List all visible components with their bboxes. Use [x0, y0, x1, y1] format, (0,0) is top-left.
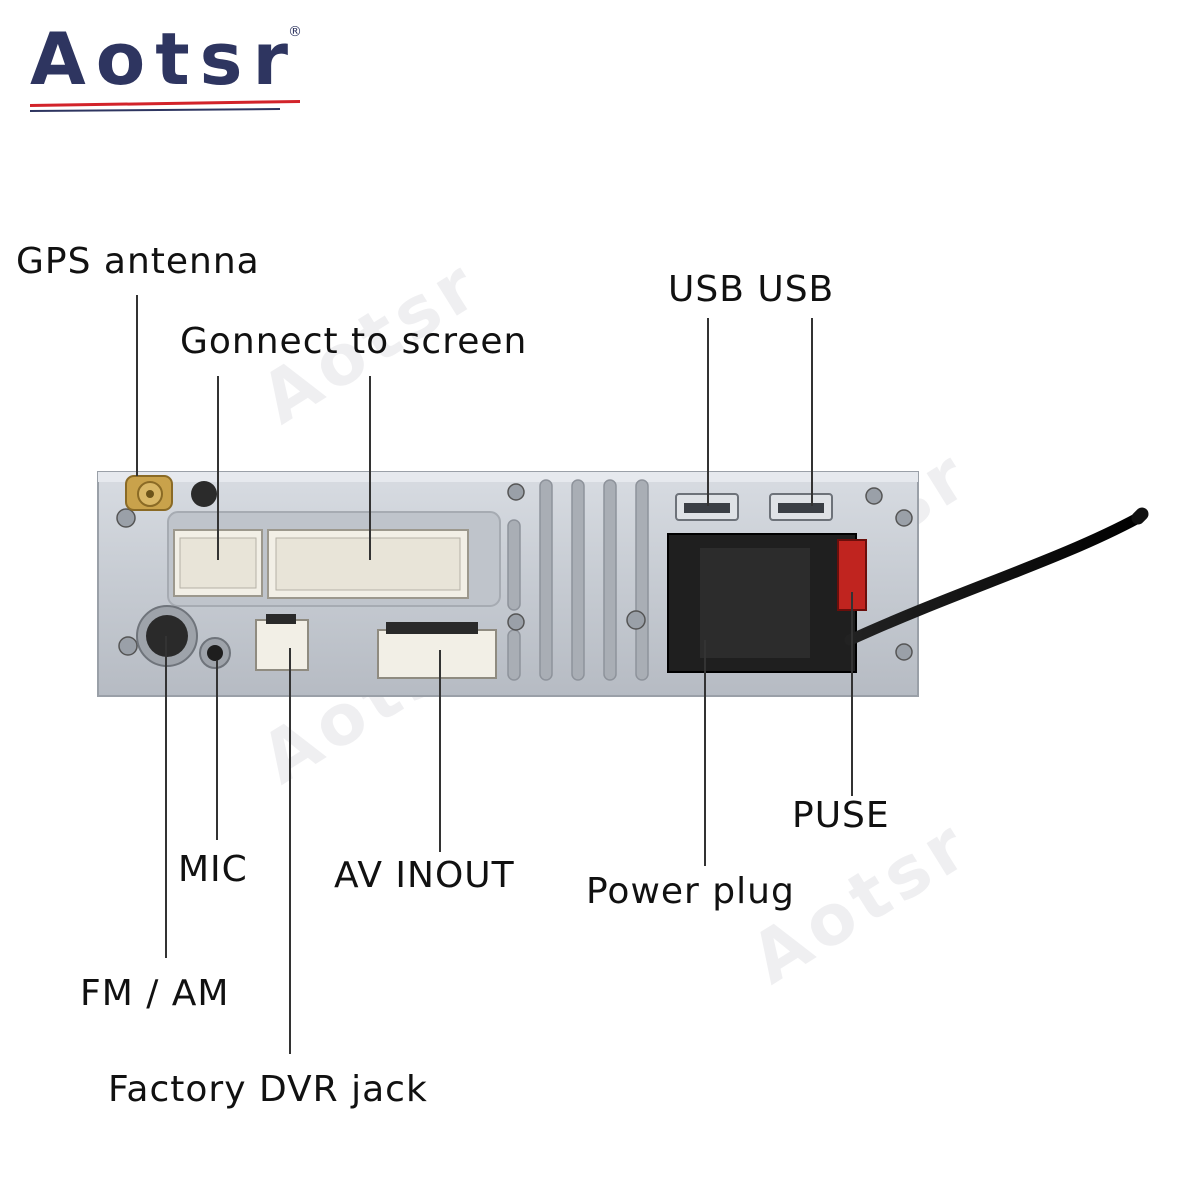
usb-port-2	[769, 493, 833, 521]
brand-logo-text: Aotsr	[30, 17, 298, 101]
power-plug-connector	[667, 533, 857, 673]
cable	[844, 507, 1149, 646]
usb-port-1	[675, 493, 739, 521]
label-factory-dvr-jack: Factory DVR jack	[108, 1069, 428, 1110]
mic-jack	[199, 637, 231, 669]
label-mic: MIC	[178, 849, 248, 890]
label-fuse: PUSE	[792, 795, 890, 836]
screen-connector-large	[267, 529, 469, 599]
screen-connector-small	[173, 529, 263, 597]
label-power-plug: Power plug	[586, 871, 795, 912]
logo-swoosh-icon	[30, 100, 300, 112]
registered-mark: ®	[288, 24, 302, 40]
gps-antenna-connector	[125, 475, 217, 511]
label-fm-am: FM / AM	[80, 973, 230, 1014]
label-gps-antenna: GPS antenna	[16, 241, 260, 282]
label-usb: USB USB	[668, 269, 835, 310]
leader-lines	[136, 295, 853, 1054]
factory-dvr-connector	[255, 614, 309, 671]
av-inout-connector	[377, 622, 497, 679]
label-connect-to-screen: Gonnect to screen	[180, 321, 528, 362]
brand-logo: Aotsr ®	[30, 18, 310, 118]
label-av-inout: AV INOUT	[334, 855, 515, 896]
